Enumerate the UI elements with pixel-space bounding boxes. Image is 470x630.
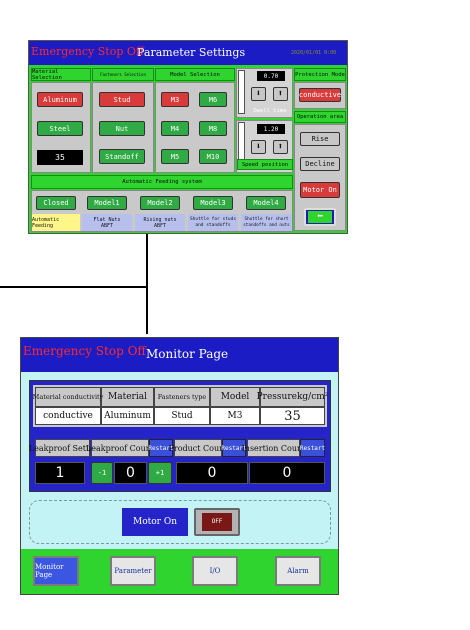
motor-on-label: Motor On bbox=[122, 508, 188, 536]
monitor-title-bar: Emergency Stop Off Monitor Page bbox=[21, 338, 338, 372]
dwell-value-display: 0.70 bbox=[257, 71, 285, 81]
enter-arrow-icon: ⬅ bbox=[308, 211, 332, 223]
speed-position-label: Speed position bbox=[237, 159, 293, 170]
leakproof-setup-label: Leakproof Setup bbox=[29, 439, 96, 457]
arrow-up-icon: ⬆ bbox=[277, 89, 284, 99]
header-fasteners-type: Fasteners type bbox=[154, 387, 210, 407]
speed-up-button[interactable]: ⬆ bbox=[273, 140, 288, 154]
value-material-conductivity: conductive bbox=[35, 407, 101, 425]
value-material: Aluminum bbox=[101, 407, 154, 425]
fastener-selection-header: Fasteners Selection bbox=[92, 68, 154, 81]
nut-button[interactable]: Nut bbox=[99, 121, 145, 136]
leakproof-setup-value[interactable]: 1 bbox=[35, 462, 85, 484]
feed-model4-desc: Shuttle for short standoffs and nuts bbox=[241, 214, 292, 231]
standoff-button[interactable]: Standoff bbox=[99, 149, 145, 164]
motor-area bbox=[29, 500, 331, 544]
value-pressure: 35 bbox=[260, 407, 325, 425]
automatic-feeding-label: Automatic Feeding bbox=[32, 214, 80, 231]
insertion-restart-button[interactable]: Restart bbox=[300, 439, 325, 457]
dwell-slider-track[interactable] bbox=[238, 70, 245, 114]
insertion-count-label: Insertion Count bbox=[242, 439, 305, 457]
feed-model2-button[interactable]: Model2 bbox=[140, 196, 180, 210]
model-m4-button[interactable]: M4 bbox=[161, 121, 189, 136]
dwell-time-label: Dwell time bbox=[253, 108, 287, 114]
leakproof-plus-button[interactable]: +1 bbox=[148, 462, 172, 484]
product-restart-button[interactable]: Restart bbox=[221, 439, 247, 457]
connector-horizontal-line bbox=[0, 286, 148, 288]
nav-io[interactable]: I/O bbox=[192, 556, 238, 586]
nav-parameter[interactable]: Parameter bbox=[110, 556, 156, 586]
model-selection-header: Model Selection bbox=[155, 68, 235, 81]
closed-button[interactable]: Closed bbox=[36, 196, 76, 210]
insertion-count-value: 0 bbox=[249, 462, 325, 484]
model-m6-button[interactable]: M6 bbox=[199, 92, 227, 107]
nav-alarm[interactable]: Alarm bbox=[275, 556, 321, 586]
parameter-screen: Emergency Stop Off Parameter Settings 20… bbox=[28, 40, 348, 234]
aluminum-button[interactable]: Aluminum bbox=[37, 92, 83, 107]
conductive-button[interactable]: conductive bbox=[299, 88, 341, 102]
dwell-up-button[interactable]: ⬆ bbox=[273, 87, 288, 101]
value-model: M3 bbox=[210, 407, 260, 425]
speed-down-button[interactable]: ⬇ bbox=[251, 140, 266, 154]
feed-model4-button[interactable]: Model4 bbox=[246, 196, 286, 210]
header-model: Model bbox=[210, 387, 260, 407]
product-count-label: Product Count bbox=[169, 439, 228, 457]
param-title-bar: Emergency Stop Off Parameter Settings 20… bbox=[29, 41, 347, 65]
decline-button[interactable]: Decline bbox=[300, 157, 340, 171]
steel-button[interactable]: Steel bbox=[37, 121, 83, 136]
feed-model2-desc: Rising nuts ABFT bbox=[135, 214, 185, 231]
param-emergency-text: Emergency Stop Off bbox=[31, 45, 144, 58]
motor-off-button[interactable]: OFF bbox=[194, 508, 240, 536]
monitor-screen: Emergency Stop Off Monitor Page Material… bbox=[20, 337, 339, 595]
enter-button[interactable]: ⬅ bbox=[304, 208, 336, 226]
speed-value-display: 1.20 bbox=[257, 124, 285, 134]
arrow-down-icon: ⬇ bbox=[255, 142, 262, 152]
header-material: Material bbox=[101, 387, 154, 407]
header-material-conductivity: Material conductivity bbox=[33, 387, 103, 407]
feeding-system-header: Automatic Feeding system bbox=[31, 175, 293, 189]
arrow-up-icon: ⬆ bbox=[277, 142, 284, 152]
nav-monitor-page[interactable]: Monitor Page bbox=[33, 556, 79, 586]
model-m3-button[interactable]: M3 bbox=[161, 92, 189, 107]
arrow-down-icon: ⬇ bbox=[255, 89, 262, 99]
motor-off-label: OFF bbox=[202, 513, 232, 531]
connector-vertical-line bbox=[146, 234, 148, 334]
model-m10-button[interactable]: M10 bbox=[199, 149, 227, 164]
leakproof-minus-button[interactable]: -1 bbox=[91, 462, 113, 484]
monitor-page-title: Monitor Page bbox=[146, 347, 229, 361]
dwell-down-button[interactable]: ⬇ bbox=[251, 87, 266, 101]
model-m5-button[interactable]: M5 bbox=[161, 149, 189, 164]
rise-button[interactable]: Rise bbox=[300, 132, 340, 146]
model-m8-button[interactable]: M8 bbox=[199, 121, 227, 136]
monitor-emergency-text: Emergency Stop Off bbox=[23, 344, 146, 358]
param-datetime: 2020/01/01 0:00 bbox=[291, 50, 337, 56]
leakproof-count-label: Leakproof Count bbox=[86, 439, 154, 457]
leakproof-count-value: 0 bbox=[114, 462, 147, 484]
protection-mode-header: Protection Mode bbox=[294, 68, 346, 81]
motor-on-button[interactable]: Motor On bbox=[300, 182, 340, 198]
value-fasteners-type: Stud bbox=[154, 407, 210, 425]
feed-model1-button[interactable]: Model1 bbox=[87, 196, 127, 210]
material-value-display: 35 bbox=[37, 150, 83, 165]
param-page-title: Parameter Settings bbox=[137, 46, 246, 59]
leakproof-restart-button[interactable]: Restart bbox=[148, 439, 174, 457]
operation-area-header: Operation area bbox=[294, 111, 346, 123]
feed-model1-desc: Flat Nuts ABFT bbox=[82, 214, 132, 231]
stud-button[interactable]: Stud bbox=[99, 92, 145, 107]
product-count-value: 0 bbox=[176, 462, 248, 484]
feed-model3-button[interactable]: Model3 bbox=[193, 196, 233, 210]
material-selection-header: Material Selection bbox=[31, 68, 91, 81]
feed-model3-desc: Shuttle for studs and standoffs bbox=[188, 214, 238, 231]
